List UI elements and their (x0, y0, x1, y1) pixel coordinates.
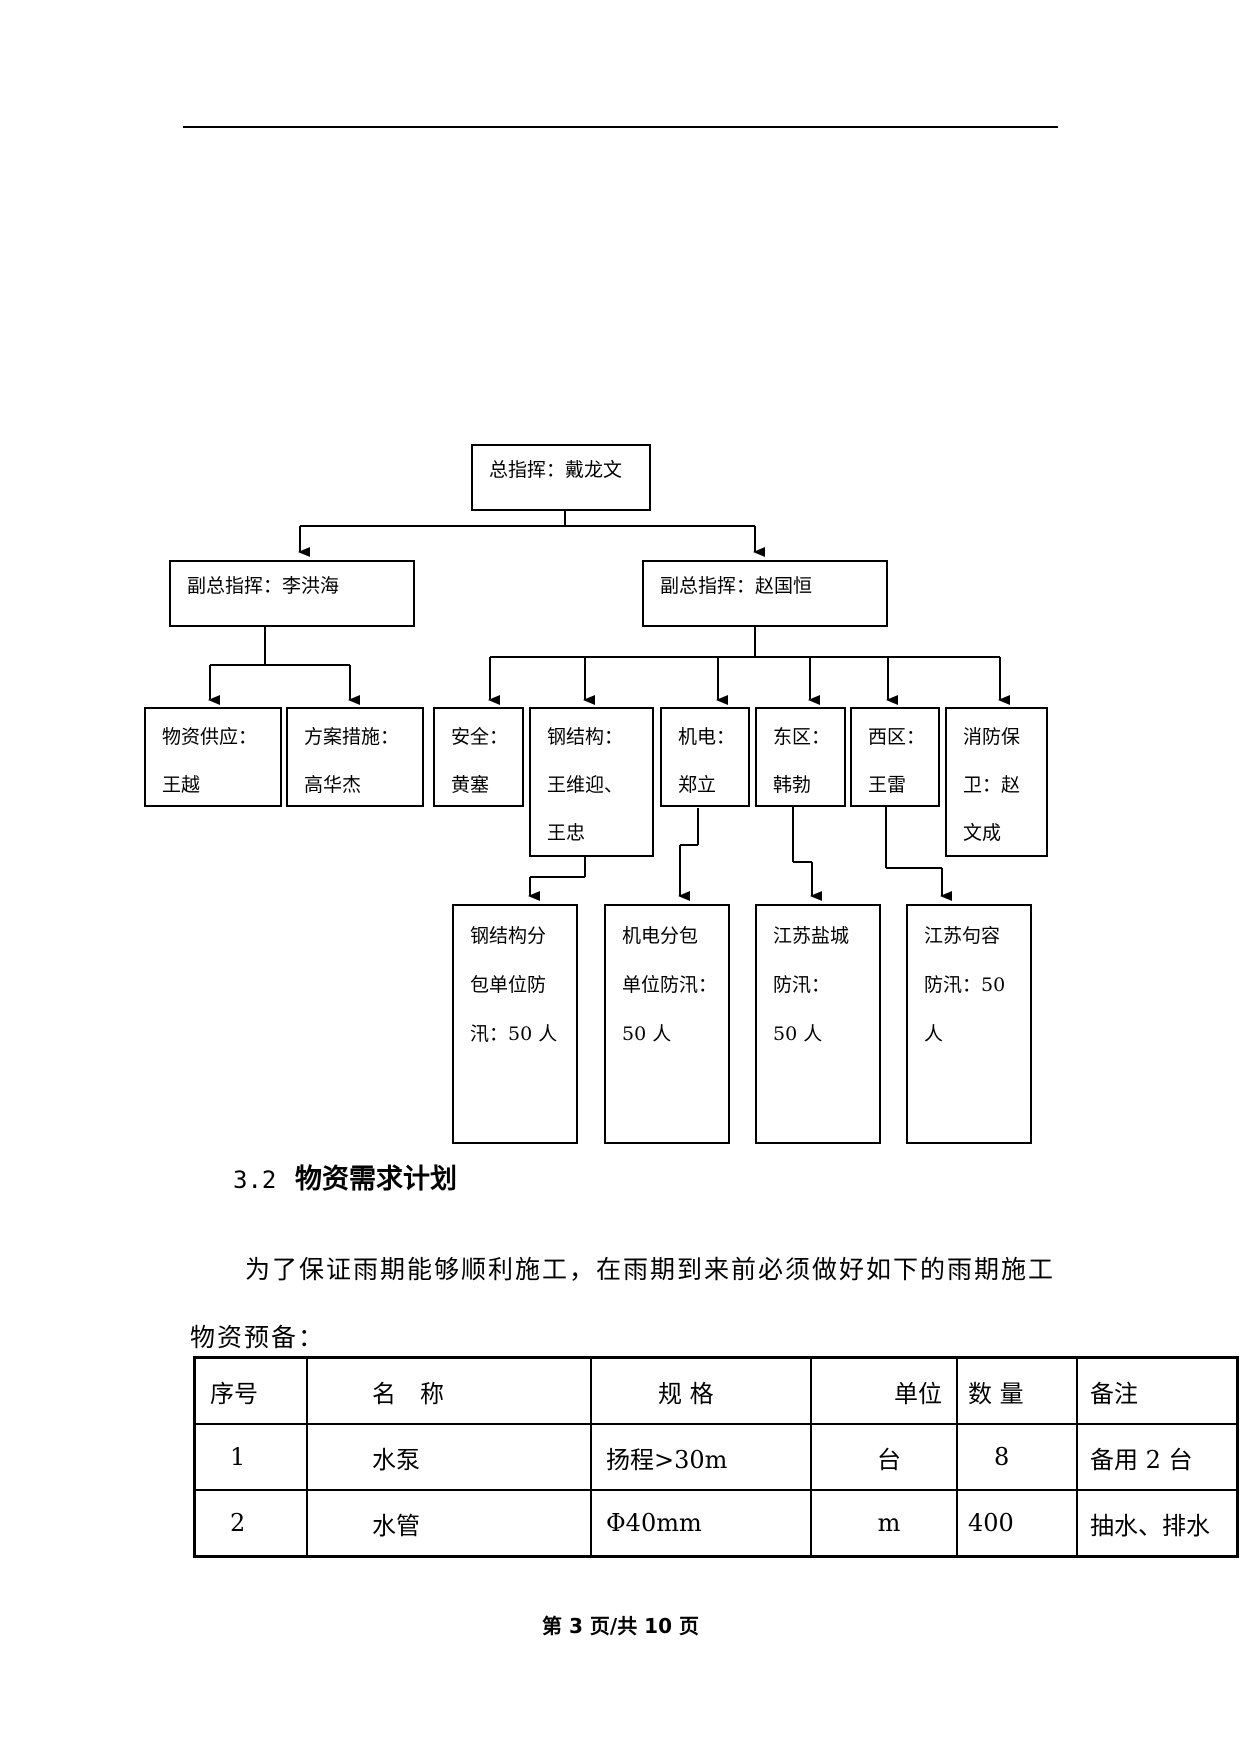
org-box-subunit: 江苏盐城 防汛： 50 人 (755, 904, 881, 1144)
org-box-subunit: 机电分包 单位防汛： 50 人 (604, 904, 730, 1144)
table-cell: 水管 (306, 1489, 592, 1558)
table-cell: 台 (810, 1423, 958, 1491)
org-unit-line: 韩勃 (773, 774, 812, 796)
org-box-unit: 消防保 卫：赵 文成 (945, 707, 1048, 857)
table-cell: 备用 2 台 (1076, 1423, 1239, 1491)
org-box-deputy-right-label: 副总指挥：赵国恒 (660, 575, 813, 597)
table-cell: 1 (193, 1423, 308, 1491)
table-header-row: 序号 名 称 规 格 单位 数 量 备注 (193, 1356, 1239, 1425)
table-cell: 2 (193, 1489, 308, 1558)
org-unit-line: 郑立 (678, 774, 717, 796)
org-subunit-line: 汛：50 人 (470, 1023, 558, 1045)
org-subunit-line: 机电分包 (622, 925, 699, 947)
org-unit-line: 物资供应： (162, 726, 258, 748)
org-box-unit: 物资供应： 王越 (144, 707, 282, 807)
org-unit-line: 方案措施： (304, 726, 400, 748)
table-row: 2 水管 Φ40mm m 400 抽水、排水 (193, 1489, 1239, 1558)
org-subunit-line: 包单位防 (470, 974, 547, 996)
table-cell: 8 (956, 1423, 1078, 1491)
table-header-cell: 规 格 (590, 1356, 812, 1425)
org-unit-line: 王雷 (868, 774, 907, 796)
org-subunit-line: 防汛：50 (924, 974, 1006, 996)
org-unit-line: 消防保 (963, 726, 1021, 748)
org-box-unit: 方案措施： 高华杰 (286, 707, 424, 807)
table-header-cell: 单位 (810, 1356, 958, 1425)
org-box-commander: 总指挥：戴龙文 (471, 444, 651, 511)
org-unit-line: 王越 (162, 774, 201, 796)
paragraph-line-1: 为了保证雨期能够顺利施工，在雨期到来前必须做好如下的雨期施工 (245, 1255, 1056, 1284)
org-subunit-line: 防汛： (773, 974, 831, 996)
org-unit-line: 王维迎、 (547, 774, 624, 796)
page-footer: 第 3 页/共 10 页 (542, 1614, 699, 1638)
org-box-deputy-left-label: 副总指挥：李洪海 (187, 575, 340, 597)
table-header-cell: 数 量 (956, 1356, 1078, 1425)
table-cell: 水泵 (306, 1423, 592, 1491)
org-chart-connectors (208, 509, 1010, 901)
org-box-unit: 安全： 黄塞 (433, 707, 524, 807)
org-subunit-line: 江苏句容 (924, 925, 1001, 947)
section-title: 物资需求计划 (294, 1164, 457, 1195)
org-box-commander-label: 总指挥：戴龙文 (489, 459, 623, 481)
org-box-subunit: 江苏句容 防汛：50 人 (906, 904, 1032, 1144)
table-cell: Φ40mm (590, 1489, 812, 1558)
section-number: 3.2 (233, 1166, 277, 1194)
org-unit-line: 机电： (678, 726, 736, 748)
org-unit-line: 黄塞 (451, 774, 490, 796)
org-subunit-line: 50 人 (773, 1023, 823, 1045)
org-unit-line: 王忠 (547, 822, 586, 844)
header-rule (183, 126, 1058, 128)
table-cell: 400 (956, 1489, 1078, 1558)
org-unit-line: 东区： (773, 726, 831, 748)
table-row: 1 水泵 扬程>30m 台 8 备用 2 台 (193, 1423, 1239, 1491)
org-box-unit: 机电： 郑立 (660, 707, 750, 807)
org-unit-line: 安全： (451, 726, 509, 748)
org-unit-line: 文成 (963, 822, 1002, 844)
table-header-cell: 名 称 (306, 1356, 592, 1425)
section-heading: 3.2 物资需求计划 (233, 1157, 457, 1196)
materials-table: 序号 名 称 规 格 单位 数 量 备注 1 水泵 扬程>30m 台 8 备用 … (193, 1356, 1239, 1558)
org-box-unit: 东区： 韩勃 (755, 707, 846, 807)
table-cell: m (810, 1489, 958, 1558)
org-subunit-line: 单位防汛： (622, 974, 718, 996)
org-unit-line: 高华杰 (304, 774, 362, 796)
table-header-cell: 备注 (1076, 1356, 1239, 1425)
org-unit-line: 钢结构： (547, 726, 624, 748)
org-unit-line: 西区： (868, 726, 926, 748)
table-cell: 抽水、排水 (1076, 1489, 1239, 1558)
org-subunit-line: 人 (924, 1023, 944, 1045)
org-box-subunit: 钢结构分 包单位防 汛：50 人 (452, 904, 578, 1144)
org-box-unit: 西区： 王雷 (850, 707, 940, 807)
table-cell: 扬程>30m (590, 1423, 812, 1491)
table-header-cell: 序号 (193, 1356, 308, 1425)
org-subunit-line: 钢结构分 (470, 925, 547, 947)
org-subunit-line: 50 人 (622, 1023, 672, 1045)
org-unit-line: 卫：赵 (963, 774, 1021, 796)
org-subunit-line: 江苏盐城 (773, 925, 850, 947)
org-box-deputy-right: 副总指挥：赵国恒 (642, 560, 888, 627)
org-box-deputy-left: 副总指挥：李洪海 (169, 560, 415, 627)
org-box-unit: 钢结构： 王维迎、 王忠 (529, 707, 654, 857)
paragraph-line-2: 物资预备： (190, 1323, 326, 1352)
